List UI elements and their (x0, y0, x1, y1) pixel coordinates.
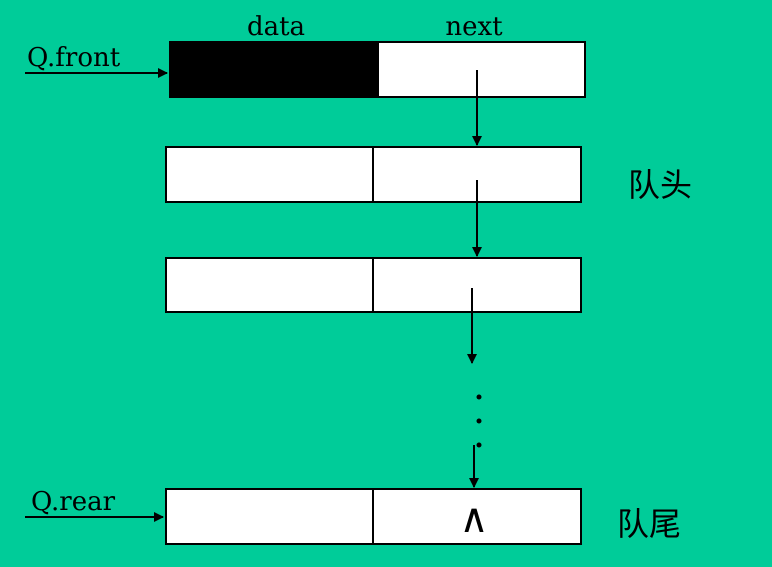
column-label-next: next (445, 12, 503, 42)
header-data-cell (169, 41, 379, 98)
null-pointer-symbol: ∧ (459, 496, 488, 542)
tail-data-cell (165, 488, 374, 545)
header-next-cell (377, 41, 586, 98)
node-2-data-cell (165, 257, 374, 313)
rear-pointer-label: Q.rear (31, 487, 116, 517)
node-1-data-cell (165, 146, 374, 203)
ellipsis-dot (476, 418, 482, 424)
ellipsis-dot (476, 442, 482, 448)
column-label-data: data (247, 12, 305, 42)
node-2-next-cell (372, 257, 582, 313)
header-node (169, 41, 586, 98)
queue-head-label: 队头 (628, 166, 692, 204)
front-pointer-label: Q.front (27, 43, 121, 73)
ellipsis-dot (476, 394, 482, 400)
queue-node-2 (165, 257, 582, 313)
queue-tail-label: 队尾 (617, 505, 681, 543)
queue-node-tail (165, 488, 582, 545)
queue-node-1 (165, 146, 582, 203)
tail-next-cell (372, 488, 582, 545)
ellipsis-dots (476, 394, 482, 448)
